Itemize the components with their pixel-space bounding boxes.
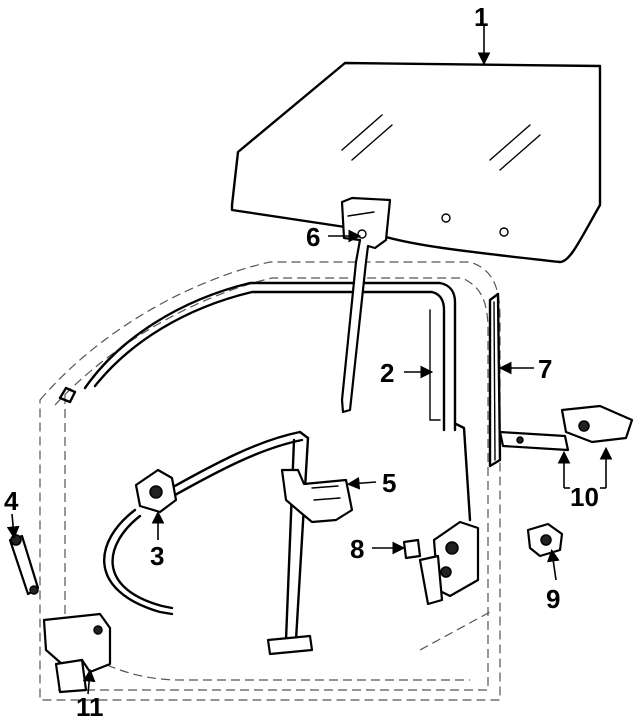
window-frame	[58, 281, 457, 432]
striker-assembly	[498, 404, 634, 452]
callout-6: 6	[306, 222, 320, 252]
door-latch	[402, 422, 480, 606]
rod-clip	[526, 522, 564, 558]
callout-5: 5	[382, 468, 396, 498]
callout-7: 7	[538, 354, 552, 384]
callout-2: 2	[380, 358, 394, 388]
weatherstrip	[488, 292, 502, 468]
door-hinge	[42, 612, 112, 694]
regulator-motor	[134, 468, 178, 514]
lift-bracket	[280, 468, 354, 524]
callout-labels: 1 2 3 4 5 6 7 8 9 10 11	[4, 2, 599, 721]
callout-3: 3	[150, 541, 164, 571]
door-glass	[230, 61, 602, 264]
callout-4: 4	[4, 486, 19, 516]
crank-handle	[8, 534, 40, 596]
door-outline	[39, 261, 501, 701]
leader-lines	[6, 26, 613, 695]
callout-9: 9	[546, 584, 560, 614]
window-regulator	[103, 430, 314, 656]
callout-10: 10	[570, 482, 599, 512]
callout-11: 11	[76, 692, 104, 721]
callout-8: 8	[350, 534, 364, 564]
callout-1: 1	[474, 2, 488, 32]
